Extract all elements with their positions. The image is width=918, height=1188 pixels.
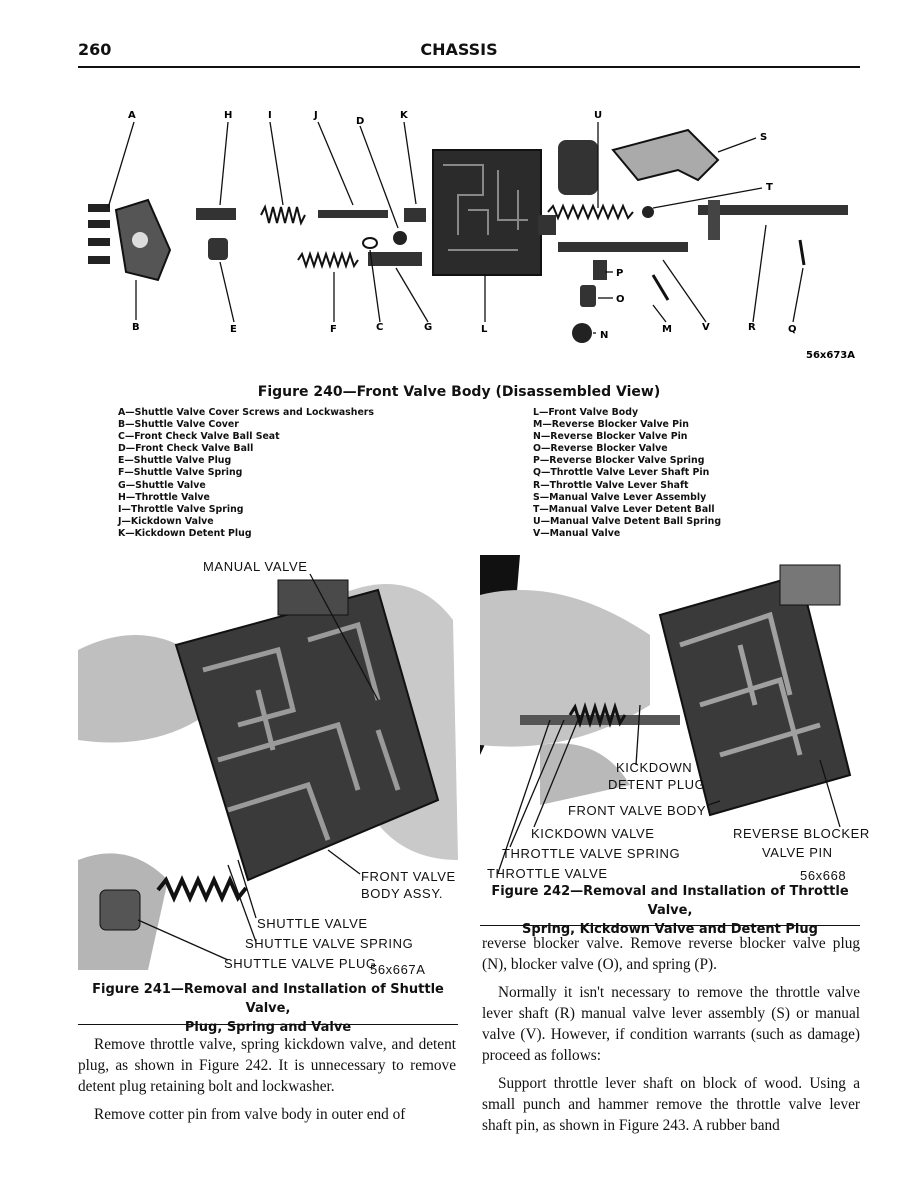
label-kickdown: KICKDOWN [616,760,693,775]
legend-item: U—Manual Valve Detent Ball Spring [533,515,722,527]
legend-item: O—Reverse Blocker Valve [533,443,668,455]
figure-241-id: 56x667A [370,962,426,977]
label-valve-pin: VALVE PIN [762,845,833,860]
part-letter-p: P [616,268,623,279]
label-shuttle-valve: SHUTTLE VALVE [257,916,368,931]
label-reverse-blocker: REVERSE BLOCKER [733,826,870,841]
part-letter-b: B [132,322,140,333]
legend-item: S—Manual Valve Lever Assembly [533,491,707,503]
part-letter-h: H [224,110,232,121]
legend-item: B—Shuttle Valve Cover [118,419,239,431]
header-rule [78,66,860,68]
legend-item: T—Manual Valve Lever Detent Ball [533,503,715,515]
part-letter-n: N [600,330,608,341]
paragraph: Support throttle lever shaft on block of… [482,1075,860,1134]
figure-242-id: 56x668 [800,868,847,883]
label-shuttle-valve-spring: SHUTTLE VALVE SPRING [245,936,414,951]
figure-241-rule [78,1024,458,1025]
legend-item: V—Manual Valve [533,527,621,539]
figure-240-illustration: A H I J D K U S T B E F C G L P O N M V … [88,110,855,361]
figure-241-caption: Figure 241—Removal and Installation of S… [78,980,458,1037]
legend-item: I—Throttle Valve Spring [118,503,244,515]
figure-242-rule [480,925,860,926]
figure-240-legend-right: L—Front Valve Body M—Reverse Blocker Val… [533,407,721,540]
legend-item: M—Reverse Blocker Valve Pin [533,419,689,431]
part-letter-v: V [702,322,710,333]
label-throttle-valve-spring: THROTTLE VALVE SPRING [502,846,681,861]
legend-item: J—Kickdown Valve [118,515,214,527]
part-letter-e: E [230,324,237,335]
part-letter-t: T [766,182,773,193]
label-kickdown-valve: KICKDOWN VALVE [531,826,655,841]
figure-240-caption: Figure 240—Front Valve Body (Disassemble… [257,384,661,400]
part-letter-j: J [313,110,318,121]
legend-item: D—Front Check Valve Ball [118,443,254,455]
part-letter-k: K [400,110,409,121]
legend-item: L—Front Valve Body [533,407,639,418]
shuttle-valve-cover-screws [88,204,110,264]
legend-item: A—Shuttle Valve Cover Screws and Lockwas… [118,407,375,418]
legend-item: K—Kickdown Detent Plug [118,527,252,539]
part-letter-l: L [481,324,488,335]
legend-item: H—Throttle Valve [118,491,210,503]
figure-241-caption-line2: Plug, Spring and Valve [184,1020,352,1035]
label-detent-plug: DETENT PLUG [608,777,706,792]
figure-241-photo [78,560,460,978]
section-title: CHASSIS [420,40,498,59]
part-letter-o: O [616,294,625,305]
body-text-left: Remove throttle valve, spring kickdown v… [78,1034,456,1132]
part-letter-s: S [760,132,767,143]
part-letter-d: D [356,116,364,127]
legend-item: G—Shuttle Valve [118,479,206,491]
part-letter-u: U [594,110,602,121]
legend-item: Q—Throttle Valve Lever Shaft Pin [533,467,710,479]
figure-242-photo [480,555,860,875]
part-letter-f: F [330,324,337,335]
legend-item: F—Shuttle Valve Spring [118,467,243,479]
part-letter-i: I [268,110,272,121]
figure-242-caption-line1: Figure 242—Removal and Installation of T… [491,884,849,918]
label-manual-valve: MANUAL VALVE [203,559,308,574]
legend-item: E—Shuttle Valve Plug [118,455,232,467]
part-letter-a: A [128,110,136,121]
paragraph: Remove cotter pin from valve body in out… [94,1106,406,1123]
part-letter-g: G [424,322,432,333]
legend-item: N—Reverse Blocker Valve Pin [533,431,688,443]
legend-item: C—Front Check Valve Ball Seat [118,431,280,443]
label-shuttle-valve-plug: SHUTTLE VALVE PLUG [224,956,377,971]
page-number: 260 [78,40,112,59]
part-letter-q: Q [788,324,797,335]
paragraph: Remove throttle valve, spring kickdown v… [78,1036,456,1095]
part-letter-c: C [376,322,383,333]
label-throttle-valve: THROTTLE VALVE [487,866,608,881]
label-body-assy: BODY ASSY. [361,886,444,901]
figure-241-caption-line1: Figure 241—Removal and Installation of S… [92,982,444,1016]
paragraph: Normally it isn't necessary to remove th… [482,984,860,1064]
label-front-valve: FRONT VALVE [361,869,456,884]
part-letter-r: R [748,322,756,333]
legend-item: P—Reverse Blocker Valve Spring [533,455,705,467]
part-letter-m: M [662,324,672,335]
figure-240-legend-left: A—Shuttle Valve Cover Screws and Lockwas… [118,407,374,540]
label-front-valve-body: FRONT VALVE BODY [568,803,707,818]
legend-item: R—Throttle Valve Lever Shaft [533,479,689,491]
figure-242-caption: Figure 242—Removal and Installation of T… [478,882,862,939]
body-text-right: reverse blocker valve. Remove reverse bl… [482,933,860,1143]
figure-240-id: 56x673A [806,350,855,361]
paragraph: reverse blocker valve. Remove reverse bl… [482,935,860,973]
